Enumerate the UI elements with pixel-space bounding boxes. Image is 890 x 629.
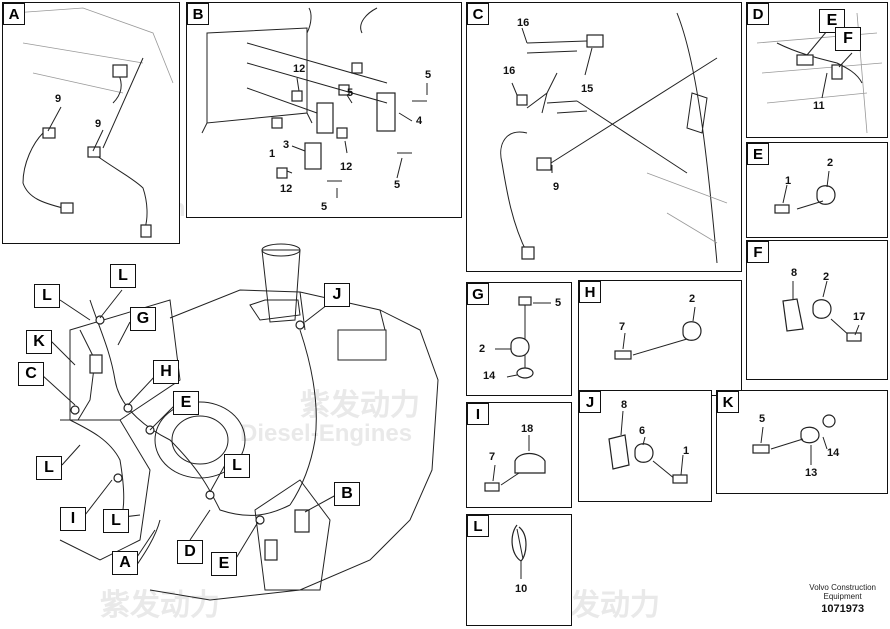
part-number: 11 [813, 100, 825, 112]
part-number: 9 [55, 93, 62, 105]
callout-l2[interactable]: L [34, 284, 60, 308]
part-number: 6 [639, 425, 646, 437]
watermark-chinese: 紫发动力 [100, 589, 220, 622]
callout-l4[interactable]: L [224, 454, 250, 478]
part-number: 16 [503, 65, 516, 77]
callout-h[interactable]: H [153, 360, 179, 384]
part-number: 7 [489, 451, 496, 463]
part-number: 3 [283, 139, 290, 151]
callout-l5[interactable]: L [103, 509, 129, 533]
part-number: 7 [619, 321, 626, 333]
part-number: 5 [321, 201, 328, 213]
part-number: 13 [805, 467, 818, 479]
part-number: 8 [791, 267, 798, 279]
part-number: 5 [555, 297, 562, 309]
part-number: 5 [347, 87, 354, 99]
part-number: 10 [515, 583, 528, 595]
drawing-footer: Volvo Construction Equipment 1071973 [809, 583, 876, 615]
callout-b[interactable]: B [334, 482, 360, 506]
callout-d-f[interactable]: F [835, 27, 861, 51]
callout-l1[interactable]: L [110, 264, 136, 288]
detail-panel-l: L 10 [466, 514, 572, 626]
detail-panel-g: G 5 2 14 [466, 282, 572, 396]
detail-panel-j: J 8 6 1 [578, 390, 712, 502]
callout-e2[interactable]: E [211, 552, 237, 576]
part-number: 5 [394, 179, 401, 191]
callout-k[interactable]: K [26, 330, 52, 354]
part-number: 4 [416, 115, 423, 127]
footer-line1: Volvo Construction [809, 583, 876, 592]
callout-l3[interactable]: L [36, 456, 62, 480]
part-number: 17 [853, 311, 866, 323]
panel-l-label: L [467, 515, 489, 537]
panel-e-label: E [747, 143, 769, 165]
panel-g-label: G [467, 283, 489, 305]
watermark-chinese: 紫发动力 [300, 389, 420, 422]
part-number: 16 [517, 17, 530, 29]
callout-c[interactable]: C [18, 362, 44, 386]
part-number: 1 [785, 175, 792, 187]
part-number: 15 [581, 83, 594, 95]
detail-panel-e: E 2 1 [746, 142, 888, 238]
footer-line2: Equipment [823, 592, 862, 601]
callout-i[interactable]: I [60, 507, 86, 531]
part-number: 2 [689, 293, 696, 305]
part-number: 2 [479, 343, 486, 355]
part-number: 1 [269, 148, 276, 160]
part-number: 14 [827, 447, 840, 459]
watermark-english: Diesel-Engines [240, 420, 413, 447]
detail-panel-i: I 18 7 [466, 402, 572, 508]
detail-panel-k: K 5 14 13 [716, 390, 888, 494]
part-number: 18 [521, 423, 534, 435]
panel-i-label: I [467, 403, 489, 425]
panel-f-label: F [747, 241, 769, 263]
panel-a-label: A [3, 3, 25, 25]
part-number: 5 [759, 413, 766, 425]
part-number: 12 [340, 161, 353, 173]
part-number: 5 [425, 69, 432, 81]
detail-panel-h: H 2 7 [578, 280, 742, 396]
callout-a[interactable]: A [112, 551, 138, 575]
callout-g[interactable]: G [130, 307, 156, 331]
detail-panel-a: A 9 9 [2, 2, 180, 244]
detail-panel-b: B 12 5 5 4 3 1 12 12 5 5 [186, 2, 462, 218]
panel-k-label: K [717, 391, 739, 413]
part-number: 14 [483, 370, 496, 382]
part-number: 1 [683, 445, 690, 457]
part-number: 2 [823, 271, 830, 283]
part-number: 8 [621, 399, 628, 411]
part-number: 9 [553, 181, 560, 193]
callout-e1[interactable]: E [173, 391, 199, 415]
panel-b-label: B [187, 3, 209, 25]
detail-panel-c: C 16 16 15 9 [466, 2, 742, 272]
callout-d[interactable]: D [177, 540, 203, 564]
panel-h-label: H [579, 281, 601, 303]
panel-c-label: C [467, 3, 489, 25]
part-number: 9 [95, 118, 102, 130]
drawing-id: 1071973 [821, 603, 865, 615]
detail-panel-f: F 8 2 17 [746, 240, 888, 380]
panel-d-label: D [747, 3, 769, 25]
detail-panel-d: D E F 11 [746, 2, 888, 138]
part-number: 12 [280, 183, 293, 195]
part-number: 2 [827, 157, 834, 169]
part-number: 12 [293, 63, 306, 75]
callout-j[interactable]: J [324, 283, 350, 307]
panel-j-label: J [579, 391, 601, 413]
